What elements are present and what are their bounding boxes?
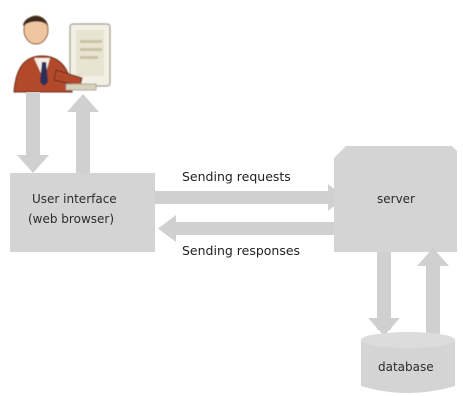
requests-arrow [155,184,345,211]
server-node: server [334,146,457,252]
office-worker-at-computer-icon [13,15,111,93]
database-to-server-arrow [417,248,449,334]
requests-label: Sending requests [182,169,291,184]
database-node: database [361,332,455,393]
ui-to-user-arrow [67,94,99,174]
user-to-ui-arrow [17,92,49,173]
database-cylinder-top [361,332,455,348]
server-label: server [377,192,415,206]
responses-label: Sending responses [182,243,300,258]
user-interface-label-line1: User interface [32,192,117,206]
server-to-database-arrow [368,252,400,336]
database-cylinder-body [361,340,455,393]
user-interface-label-line2: (web browser) [28,212,114,226]
user-interface-node: User interface (web browser) [10,173,155,252]
database-label: database [378,360,434,374]
server-box [334,146,457,252]
user-interface-box [10,173,155,252]
responses-arrow [158,215,334,242]
